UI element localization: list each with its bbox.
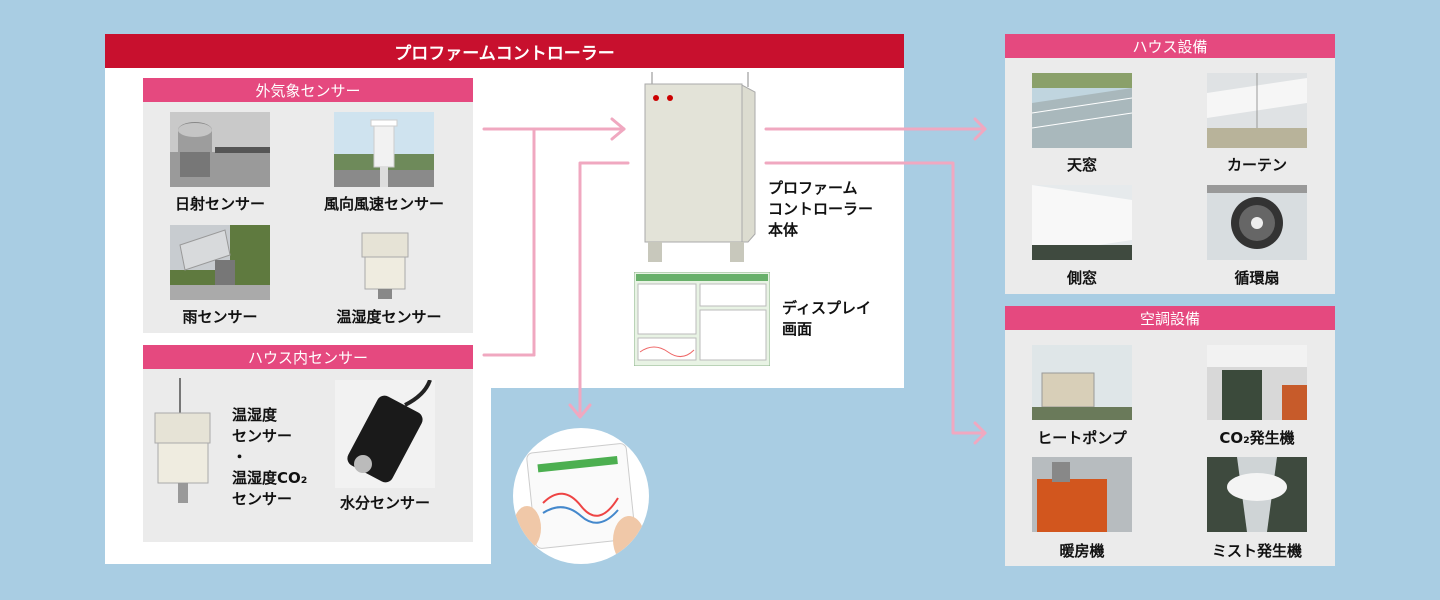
wind-sensor-label: 風向風速センサー	[323, 195, 444, 213]
solar-sensor-label: 日射センサー	[174, 195, 265, 213]
curtain-label: カーテン	[1226, 156, 1287, 174]
indoor-sensor-title: ハウス内センサー	[143, 345, 473, 369]
display-screen-label: ディスプレイ 画面	[782, 299, 871, 338]
circulation-fan-photo	[1207, 185, 1307, 260]
side-window-photo	[1032, 185, 1132, 260]
heater-photo	[1032, 457, 1132, 532]
skylight-label: 天窓	[1066, 156, 1097, 174]
indoor-temp-humidity-photo	[150, 378, 222, 513]
heat-pump-label: ヒートポンプ	[1037, 429, 1127, 447]
side-window-label: 側窓	[1066, 269, 1097, 287]
co2-generator-label: CO₂発生機	[1219, 429, 1295, 447]
outdoor-sensor-title: 外気象センサー	[143, 78, 473, 102]
controller-title: プロファームコントローラー	[105, 34, 904, 68]
rain-sensor-photo	[170, 225, 270, 300]
outdoor-temp-humidity-photo	[350, 225, 420, 300]
house-equipment-title: ハウス設備	[1005, 34, 1335, 58]
curtain-photo	[1207, 73, 1307, 148]
display-screen-photo	[634, 272, 770, 366]
mist-generator-photo	[1207, 457, 1307, 532]
solar-sensor-photo	[170, 112, 270, 187]
controller-unit-label: プロファーム コントローラー 本体	[768, 179, 874, 239]
heat-pump-photo	[1032, 345, 1132, 420]
outdoor-temp-humidity-label: 温湿度センサー	[336, 308, 442, 326]
wind-sensor-photo	[334, 112, 434, 187]
co2-generator-photo	[1207, 345, 1307, 420]
moisture-sensor-label: 水分センサー	[339, 494, 430, 512]
controller-unit-photo	[640, 72, 760, 262]
mist-generator-label: ミスト発生機	[1211, 542, 1302, 560]
skylight-photo	[1032, 73, 1132, 148]
circulation-fan-label: 循環扇	[1234, 269, 1280, 287]
indoor-multi-sensor-label: 温湿度 センサー ・ 温湿度CO₂ センサー	[232, 406, 308, 508]
rain-sensor-label: 雨センサー	[182, 308, 258, 326]
aircon-equipment-title: 空調設備	[1005, 306, 1335, 330]
heater-label: 暖房機	[1059, 542, 1105, 560]
moisture-sensor-photo	[335, 380, 435, 488]
